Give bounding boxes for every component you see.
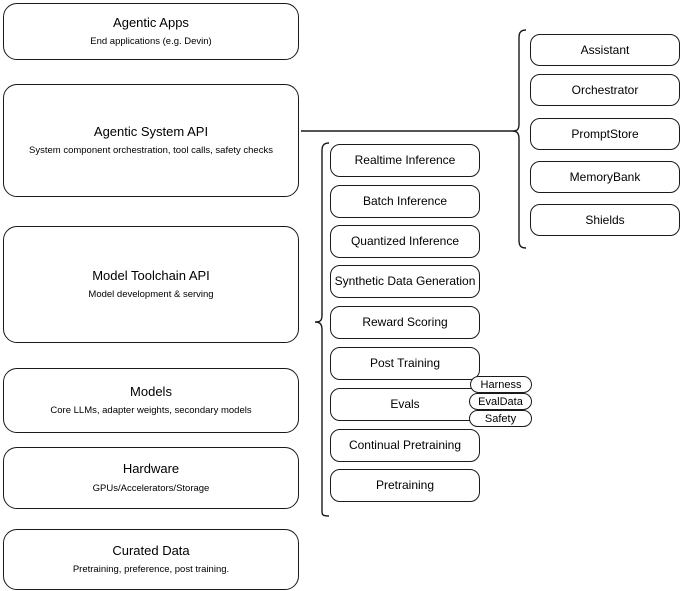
layer-title: Curated Data <box>112 542 190 558</box>
toolchain-label: Post Training <box>369 356 441 370</box>
layer-subtitle: Pretraining, preference, post training. <box>72 564 230 576</box>
toolchain-box-post-training[interactable]: Post Training <box>330 347 480 380</box>
eval-pill-evaldata[interactable]: EvalData <box>469 393 532 410</box>
system-box-assistant[interactable]: Assistant <box>530 34 680 66</box>
brace-toolchain-components <box>314 142 330 517</box>
system-box-memorybank[interactable]: MemoryBank <box>530 161 680 193</box>
toolchain-label: Synthetic Data Generation <box>334 274 476 288</box>
toolchain-box-continual-pretraining[interactable]: Continual Pretraining <box>330 429 480 462</box>
eval-pill-harness[interactable]: Harness <box>470 376 532 393</box>
toolchain-box-batch-inference[interactable]: Batch Inference <box>330 185 480 218</box>
toolchain-label: Batch Inference <box>362 194 448 208</box>
toolchain-box-realtime-inference[interactable]: Realtime Inference <box>330 144 480 177</box>
brace-system-components <box>511 29 527 249</box>
toolchain-box-pretraining[interactable]: Pretraining <box>330 469 480 502</box>
toolchain-label: Realtime Inference <box>354 153 456 167</box>
system-box-shields[interactable]: Shields <box>530 204 680 236</box>
layer-subtitle: Core LLMs, adapter weights, secondary mo… <box>50 405 252 417</box>
toolchain-box-evals[interactable]: Evals <box>330 388 480 421</box>
layer-subtitle: Model development & serving <box>88 289 214 301</box>
toolchain-label: Quantized Inference <box>350 234 460 248</box>
toolchain-box-reward-scoring[interactable]: Reward Scoring <box>330 306 480 339</box>
layer-box-hardware[interactable]: Hardware GPUs/Accelerators/Storage <box>3 447 299 509</box>
layer-box-agentic-system-api[interactable]: Agentic System API System component orch… <box>3 84 299 197</box>
system-label: MemoryBank <box>569 169 641 184</box>
toolchain-box-quantized-inference[interactable]: Quantized Inference <box>330 225 480 258</box>
system-label: Assistant <box>580 42 630 57</box>
toolchain-label: Continual Pretraining <box>348 438 462 452</box>
eval-pill-label: Safety <box>484 412 517 425</box>
eval-pill-label: Harness <box>480 378 522 391</box>
layer-title: Models <box>130 383 172 399</box>
layer-subtitle: End applications (e.g. Devin) <box>90 36 212 48</box>
system-box-orchestrator[interactable]: Orchestrator <box>530 74 680 106</box>
system-label: PromptStore <box>571 126 639 141</box>
layer-box-agentic-apps[interactable]: Agentic Apps End applications (e.g. Devi… <box>3 3 299 60</box>
layer-title: Model Toolchain API <box>92 267 210 283</box>
eval-pill-safety[interactable]: Safety <box>469 410 532 427</box>
layer-box-models[interactable]: Models Core LLMs, adapter weights, secon… <box>3 368 299 433</box>
layer-subtitle: GPUs/Accelerators/Storage <box>92 482 210 494</box>
system-label: Orchestrator <box>571 82 639 97</box>
system-label: Shields <box>585 212 625 227</box>
layer-title: Agentic System API <box>93 123 209 139</box>
layer-title: Hardware <box>122 461 180 477</box>
layer-subtitle: System component orchestration, tool cal… <box>29 145 273 157</box>
layer-title: Agentic Apps <box>113 14 189 30</box>
eval-pill-label: EvalData <box>478 395 523 408</box>
system-box-promptstore[interactable]: PromptStore <box>530 118 680 150</box>
toolchain-label: Evals <box>390 397 420 411</box>
toolchain-box-synthetic-data-generation[interactable]: Synthetic Data Generation <box>330 265 480 298</box>
toolchain-label: Pretraining <box>375 478 435 492</box>
layer-box-curated-data[interactable]: Curated Data Pretraining, preference, po… <box>3 529 299 590</box>
layer-box-model-toolchain-api[interactable]: Model Toolchain API Model development & … <box>3 226 299 343</box>
toolchain-label: Reward Scoring <box>362 315 448 329</box>
